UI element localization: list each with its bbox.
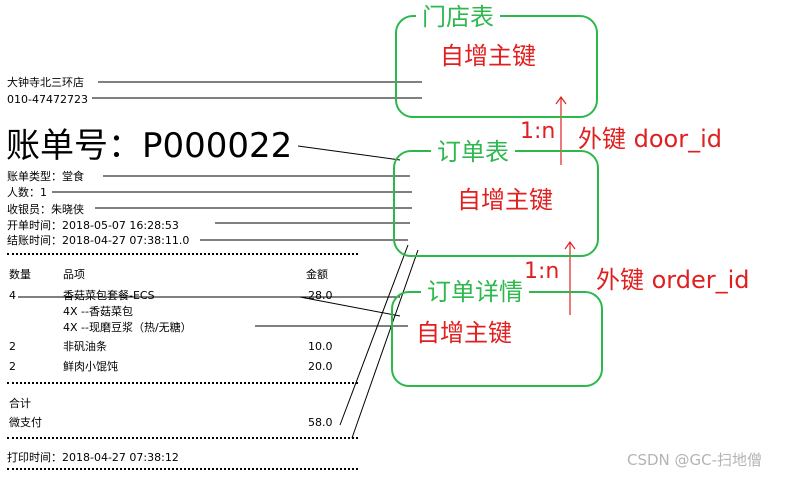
- pay-method: 微支付: [9, 416, 42, 429]
- item-name: 鲜肉小馄饨: [63, 360, 118, 373]
- store-table-title: 门店表: [416, 3, 500, 31]
- bill-type: 账单类型：堂食: [7, 170, 84, 183]
- store-order-cardinality: 1:n: [520, 119, 556, 144]
- store-name: 大钟寺北三环店: [7, 76, 84, 89]
- item-name: 4X --现磨豆浆（热/无糖）: [63, 321, 192, 334]
- col-qty-header: 数量: [9, 268, 31, 281]
- connector-line: [297, 145, 401, 161]
- item-qty: 4: [9, 289, 16, 302]
- print-time: 打印时间：2018-04-27 07:38:12: [7, 451, 179, 464]
- close-time: 结账时间：2018-04-27 07:38:11.0: [7, 234, 190, 247]
- cashier: 收银员：朱晓侠: [7, 203, 84, 216]
- order-table-pk: 自增主键: [457, 186, 553, 214]
- connector-line: [339, 244, 409, 426]
- store-order-fk: 外键 door_id: [578, 125, 722, 153]
- item-name: 香菇菜包套餐-ECS: [63, 289, 155, 302]
- fk-arrow-store-head: [555, 95, 567, 105]
- divider: [7, 437, 358, 439]
- order-table-title: 订单表: [431, 138, 515, 166]
- order-detail-title: 订单详情: [421, 278, 529, 306]
- item-name: 非矾油条: [63, 340, 107, 353]
- item-name: 4X --香菇菜包: [63, 305, 133, 318]
- item-amount: 20.0: [308, 360, 333, 373]
- item-amount: 10.0: [308, 340, 333, 353]
- connector-line: [299, 296, 401, 317]
- divider: [7, 253, 358, 255]
- item-qty: 2: [9, 360, 16, 373]
- connector-line: [351, 249, 419, 439]
- pay-amount: 58.0: [308, 416, 333, 429]
- open-time: 开单时间：2018-05-07 16:28:53: [7, 219, 179, 232]
- store-table-pk: 自增主键: [440, 42, 536, 70]
- order-detail-cardinality: 1:n: [524, 259, 560, 284]
- order-detail-pk: 自增主键: [416, 319, 512, 347]
- total-label: 合计: [9, 397, 31, 410]
- bill-number: 账单号：P000022: [6, 126, 293, 166]
- watermark: CSDN @GC-扫地僧: [627, 451, 763, 469]
- divider: [7, 468, 358, 470]
- divider: [7, 382, 358, 384]
- fk-arrow-order-head: [564, 240, 576, 250]
- item-amount: 28.0: [308, 289, 333, 302]
- item-qty: 2: [9, 340, 16, 353]
- order-detail-fk: 外键 order_id: [596, 266, 750, 294]
- store-phone: 010-47472723: [7, 93, 88, 106]
- people-count: 人数：1: [7, 186, 47, 199]
- col-amount-header: 金额: [306, 268, 328, 281]
- col-item-header: 品项: [63, 268, 85, 281]
